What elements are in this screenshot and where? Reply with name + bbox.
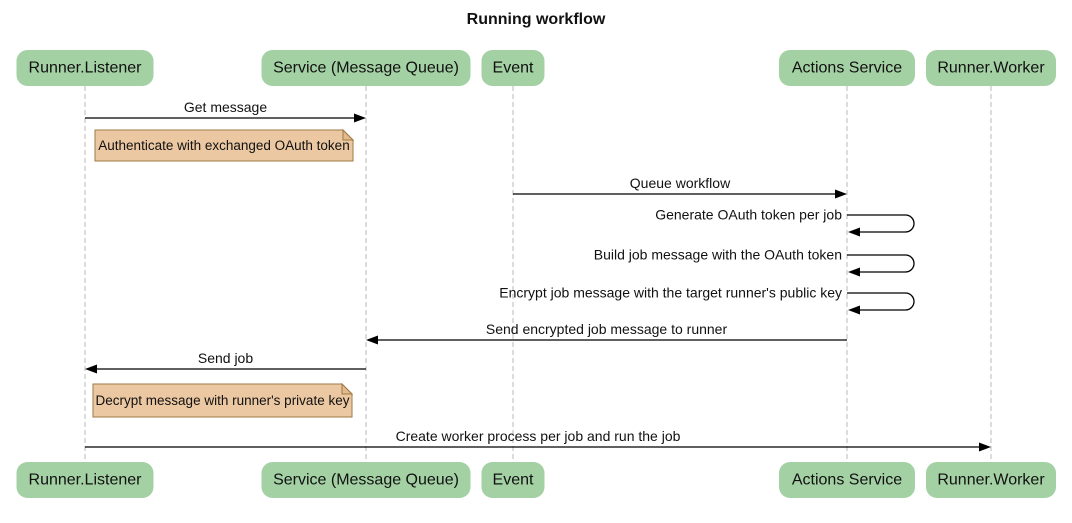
participant-top-label-runner-worker: Runner.Worker: [937, 60, 1045, 77]
note-authenticate-with-exchanged-oauth-token: [94, 129, 354, 162]
self-loop-generate-oauth-token-per-job: [847, 214, 915, 233]
message-label-create-worker-process-per-job-and-run-the-: Create worker process per job and run th…: [396, 428, 681, 444]
message-label-queue-workflow: Queue workflow: [630, 175, 731, 191]
self-loop-label-build-job-message-with-the-oauth-token: Build job message with the OAuth token: [594, 247, 842, 263]
message-label-send-job: Send job: [198, 350, 253, 366]
note-label-decrypt-message-with-runner-s-private-key: Decrypt message with runner's private ke…: [96, 393, 350, 408]
self-loop-encrypt-job-message-with-the-target-runner: [847, 292, 915, 311]
participant-bottom-label-runner-listener: Runner.Listener: [29, 472, 143, 489]
participant-bottom-box-event: [481, 462, 545, 498]
participant-top-label-runner-listener: Runner.Listener: [29, 60, 143, 77]
self-loop-arrowhead-generate-oauth-token-per-job: [848, 227, 860, 237]
participant-bottom-label-actions-service: Actions Service: [792, 472, 902, 489]
participant-bottom-label-service-message-queue: Service (Message Queue): [273, 472, 459, 489]
message-arrowhead-get-message: [354, 113, 366, 123]
self-loop-label-encrypt-job-message-with-the-target-runner: Encrypt job message with the target runn…: [499, 285, 842, 301]
participant-top-label-event: Event: [493, 60, 534, 77]
participant-top-box-runner-worker: [926, 50, 1056, 86]
diagram-title: Running workflow: [466, 11, 606, 28]
note-fold-authenticate-with-exchanged-oauth-token: [342, 128, 355, 141]
participant-bottom-box-runner-worker: [926, 462, 1056, 498]
participant-bottom-label-runner-worker: Runner.Worker: [937, 472, 1045, 489]
message-label-get-message: Get message: [184, 99, 267, 115]
participant-bottom-box-service-message-queue: [261, 462, 471, 498]
note-fold-decrypt-message-with-runner-s-private-key: [341, 382, 354, 395]
message-arrowhead-create-worker-process-per-job-and-run-the-: [979, 442, 991, 452]
participant-top-box-service-message-queue: [261, 50, 471, 86]
participant-top-box-event: [481, 50, 545, 86]
self-loop-arrowhead-build-job-message-with-the-oauth-token: [848, 267, 860, 277]
participant-bottom-box-actions-service: [779, 462, 915, 498]
note-decrypt-message-with-runner-s-private-key: [92, 383, 353, 418]
message-arrowhead-send-job: [85, 364, 97, 374]
participant-top-box-actions-service: [779, 50, 915, 86]
participant-top-label-actions-service: Actions Service: [792, 60, 902, 77]
message-label-send-encrypted-job-message-to-runner: Send encrypted job message to runner: [486, 321, 728, 337]
participant-top-label-service-message-queue: Service (Message Queue): [273, 60, 459, 77]
note-label-authenticate-with-exchanged-oauth-token: Authenticate with exchanged OAuth token: [98, 138, 349, 153]
self-loop-arrowhead-encrypt-job-message-with-the-target-runner: [848, 305, 860, 315]
self-loop-label-generate-oauth-token-per-job: Generate OAuth token per job: [655, 207, 842, 223]
participant-bottom-label-event: Event: [493, 472, 534, 489]
participant-bottom-box-runner-listener: [16, 462, 154, 498]
message-arrowhead-send-encrypted-job-message-to-runner: [366, 335, 378, 345]
self-loop-build-job-message-with-the-oauth-token: [847, 254, 915, 273]
participant-top-box-runner-listener: [16, 50, 154, 86]
message-arrowhead-queue-workflow: [835, 189, 847, 199]
